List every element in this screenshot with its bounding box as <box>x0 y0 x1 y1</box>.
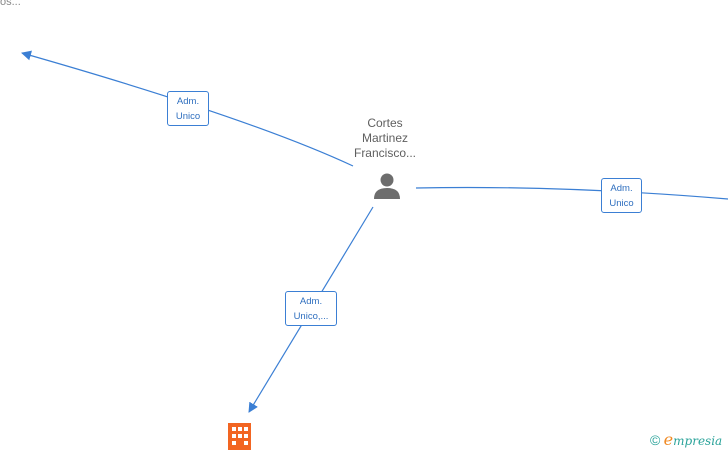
edge-label-right[interactable]: Adm. Unico <box>601 178 642 213</box>
edge-label-line: Unico,... <box>293 311 329 322</box>
person-icon[interactable] <box>374 173 400 200</box>
edge-label-line: Adm. <box>610 183 633 194</box>
node-label-truncated[interactable]: os... <box>0 0 21 8</box>
edge-label-line: Adm. <box>299 296 323 307</box>
person-node-name[interactable]: Cortes Martinez Francisco... <box>335 116 435 161</box>
edge-label-line: Unico <box>175 111 201 122</box>
person-name-line: Cortes <box>367 116 403 130</box>
edge-left <box>21 50 354 167</box>
brand-name: mpresia <box>673 434 723 448</box>
edge-label-left[interactable]: Adm. Unico <box>167 91 209 126</box>
copyright-symbol: © <box>650 432 661 448</box>
person-name-line: Francisco... <box>353 146 416 160</box>
building-icon[interactable] <box>228 423 251 450</box>
edge-right <box>415 186 728 200</box>
edge-label-line: Adm. <box>176 96 200 107</box>
brand-logo: © empresia <box>650 430 722 449</box>
person-name-line: Martinez <box>361 131 408 145</box>
edge-label-bottom[interactable]: Adm. Unico,... <box>285 291 337 326</box>
brand-initial: e <box>663 430 674 449</box>
edge-label-line: Unico <box>609 198 634 209</box>
